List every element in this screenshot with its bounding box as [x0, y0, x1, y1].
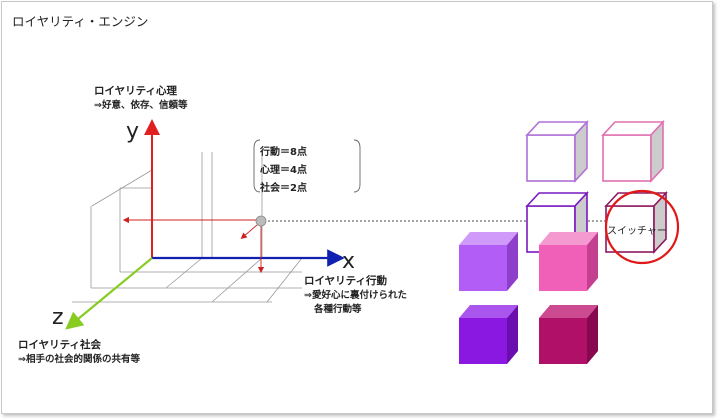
grid-line — [266, 257, 303, 303]
solid-cube-4 — [539, 305, 598, 364]
y-axis-desc: ⇒好意、依存、信頼等 — [94, 99, 188, 111]
slide: ロイヤリティ・エンジン y x z ロイヤリティ心理 ⇒好意、依存、信頼等 ロイ… — [1, 1, 713, 414]
y-axis-title: ロイヤリティ心理 — [94, 85, 178, 97]
z-axis-desc: ⇒相手の社会的関係の共有等 — [18, 353, 140, 365]
diagram: ロイヤリティ・エンジン y x z ロイヤリティ心理 ⇒好意、依存、信頼等 ロイ… — [12, 14, 680, 365]
cube-outline-switcher — [604, 190, 668, 255]
page-title: ロイヤリティ・エンジン — [12, 14, 148, 29]
switcher-highlight-circle — [604, 189, 680, 265]
z-axis-title: ロイヤリティ社会 — [18, 338, 102, 351]
solid-cube-2 — [539, 232, 598, 291]
cube-outline-top-left — [525, 119, 589, 184]
score-mind: 心理＝4点 — [260, 163, 307, 176]
z-axis — [65, 257, 153, 330]
solid-cube-3 — [459, 305, 518, 364]
cube-outline-top-right — [601, 119, 665, 184]
x-axis-letter: x — [342, 249, 355, 274]
switcher-label: スイッチャー — [607, 225, 667, 237]
solid-cube-1 — [459, 232, 518, 291]
projection-to-z — [240, 224, 258, 240]
grid-line — [165, 257, 203, 289]
score-action: 行動＝8点 — [259, 145, 307, 158]
y-axis-letter: y — [126, 119, 139, 144]
score-bracket-left — [253, 139, 261, 193]
score-bracket-right — [353, 139, 361, 193]
grid-lines — [72, 152, 303, 303]
grid-line — [211, 257, 263, 303]
x-axis-desc-2: 各種行動等 — [313, 303, 362, 315]
x-axis-desc-1: ⇒愛好心に裏付けられた — [304, 289, 407, 301]
z-axis-letter: z — [52, 305, 64, 330]
score-social: 社会＝2点 — [259, 181, 307, 194]
x-axis-title: ロイヤリティ行動 — [304, 274, 388, 287]
data-point — [255, 215, 267, 227]
